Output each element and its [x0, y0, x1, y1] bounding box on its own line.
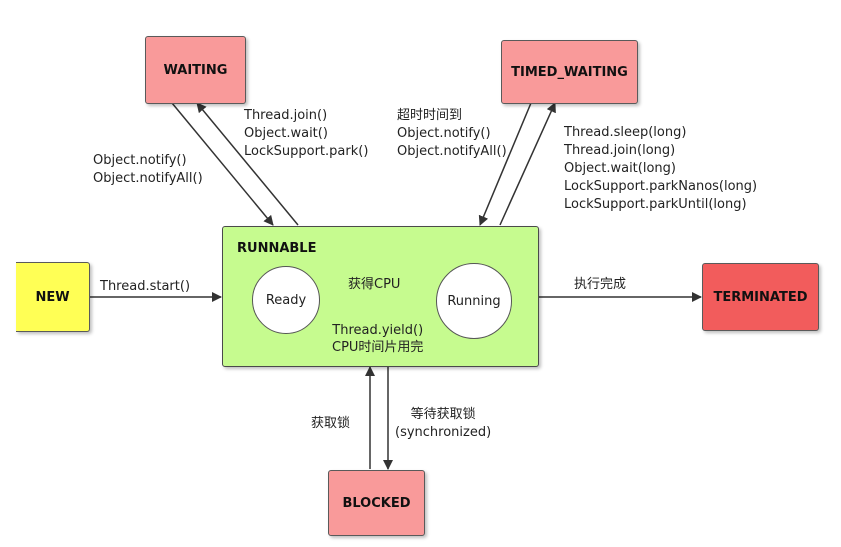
state-blocked: BLOCKED	[328, 470, 425, 536]
label-blocked-to-runnable: 获取锁	[311, 416, 351, 431]
arrow-waiting-to-runnable	[171, 102, 274, 226]
arrow-timed-waiting-to-runnable	[478, 102, 532, 226]
label-running-to-ready: Thread.yield() CPU时间片用完	[332, 323, 424, 355]
label-waiting-to-runnable: Object.notify() Object.notifyAll()	[93, 153, 203, 186]
state-running: Running	[436, 263, 512, 339]
state-ready: Ready	[252, 266, 320, 334]
arrow-runnable-to-timed-waiting	[499, 102, 556, 226]
state-waiting: WAITING	[145, 36, 246, 104]
label-timed-waiting-to-runnable: 超时时间到 Object.notify() Object.notifyAll()	[397, 108, 507, 159]
state-terminated-label: TERMINATED	[713, 289, 808, 305]
label-ready-to-running: 获得CPU	[348, 277, 401, 292]
state-running-label: Running	[447, 293, 501, 309]
label-runnable-to-waiting: Thread.join() Object.wait() LockSupport.…	[244, 108, 369, 159]
state-new-label: NEW	[35, 289, 70, 305]
state-timed-waiting-label: TIMED_WAITING	[511, 64, 628, 80]
label-new-to-runnable: Thread.start()	[100, 279, 191, 294]
arrow-runnable-to-waiting	[196, 102, 299, 226]
state-waiting-label: WAITING	[163, 62, 228, 78]
state-timed-waiting: TIMED_WAITING	[501, 40, 638, 104]
state-blocked-label: BLOCKED	[342, 495, 411, 511]
state-ready-label: Ready	[265, 292, 307, 308]
state-new: NEW	[16, 262, 90, 332]
label-runnable-to-blocked: 等待获取锁 (synchronized)	[395, 407, 492, 440]
label-runnable-to-timed-waiting: Thread.sleep(long) Thread.join(long) Obj…	[564, 125, 758, 212]
label-runnable-to-terminated: 执行完成	[574, 277, 627, 292]
state-runnable-label: RUNNABLE	[237, 241, 317, 256]
state-terminated: TERMINATED	[702, 263, 819, 331]
